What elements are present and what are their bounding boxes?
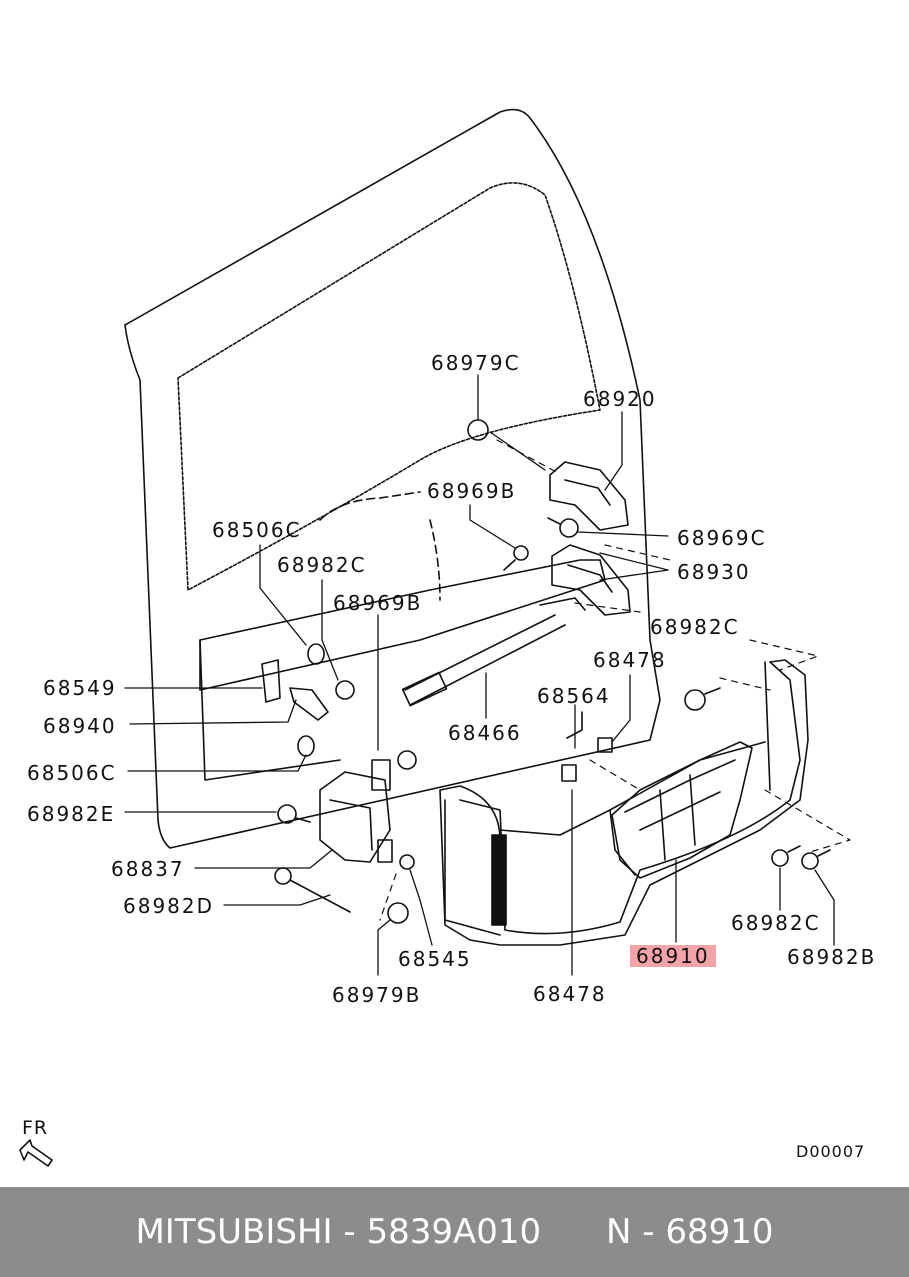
label-68979C-top: 68979C [431, 351, 521, 375]
lower-door-panel [439, 659, 809, 946]
footer-part-number: 5839A010 [366, 1212, 542, 1252]
label-68982D: 68982D [123, 894, 215, 918]
latch-cover [289, 687, 329, 721]
leader-lines [124, 374, 835, 976]
label-68940: 68940 [43, 714, 117, 738]
label-68506C-top: 68506C [212, 518, 302, 542]
label-68982E: 68982E [27, 802, 116, 826]
label-68564: 68564 [537, 684, 611, 708]
footer-bar: MITSUBISHI - 5839A010 N - 68910 [0, 1187, 909, 1277]
label-68506C-bottom: 68506C [27, 761, 117, 785]
footer-sep [333, 1212, 344, 1252]
bolts [274, 419, 831, 924]
tailgate-outer-outline [124, 108, 661, 849]
footer-brand: MITSUBISHI [135, 1212, 333, 1252]
footer-sep [356, 1212, 367, 1252]
bracket [261, 659, 281, 703]
inner-panel-outline [199, 559, 606, 691]
label-68910-highlighted: 68910 [630, 945, 716, 967]
label-68837: 68837 [111, 857, 185, 881]
label-68466: 68466 [448, 721, 522, 745]
front-direction-label: FR [22, 1117, 49, 1139]
striker-assembly [319, 759, 393, 863]
label-68982C-right: 68982C [650, 615, 740, 639]
label-68478-top: 68478 [593, 648, 667, 672]
label-68969C: 68969C [677, 526, 767, 550]
hinge-lower [551, 544, 631, 616]
parts-diagram [19, 108, 851, 1167]
hinge-upper [549, 461, 629, 531]
label-68920: 68920 [583, 387, 657, 411]
label-68478-bottom: 68478 [533, 982, 607, 1006]
footer-ref: N - 68910 [606, 1212, 774, 1252]
footer-separator: - [343, 1212, 356, 1252]
label-68982B: 68982B [787, 945, 877, 969]
label-68979B: 68979B [332, 983, 422, 1007]
cable-rod [401, 597, 586, 707]
front-direction-arrow [19, 1139, 53, 1167]
label-68549: 68549 [43, 676, 117, 700]
footer-gap [541, 1212, 606, 1252]
label-68930: 68930 [677, 560, 751, 584]
window-opening-outline [177, 182, 601, 591]
label-68969B-mid: 68969B [333, 591, 423, 615]
label-68969B-top: 68969B [427, 479, 517, 503]
lock-actuator [611, 741, 753, 879]
diagram-code: D00007 [796, 1142, 866, 1161]
label-68982C-left: 68982C [277, 553, 367, 577]
label-68545: 68545 [398, 947, 472, 971]
label-68982C-bottom: 68982C [731, 911, 821, 935]
